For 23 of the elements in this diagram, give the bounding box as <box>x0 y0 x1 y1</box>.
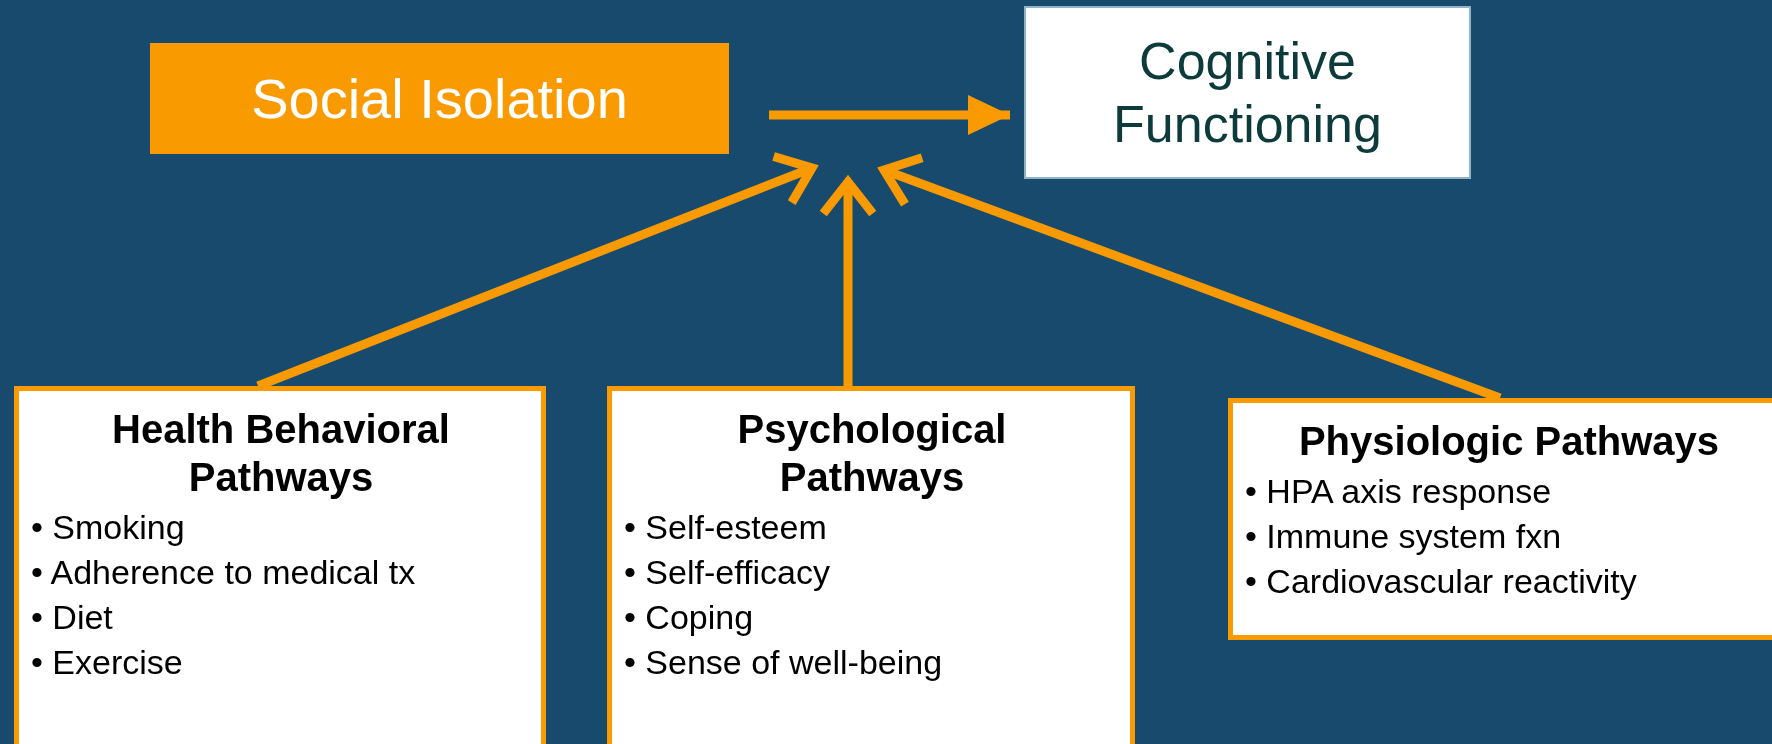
arrow <box>769 95 1010 135</box>
bullet-item: • Diet <box>31 596 114 638</box>
bullet-item: • Self-efficacy <box>624 551 831 593</box>
pathway-heading: Physiologic Pathways <box>1297 418 1721 465</box>
pathway-box <box>14 386 546 744</box>
arrow <box>821 177 875 386</box>
outcome-box <box>1024 6 1471 179</box>
pathway-heading: Psychological Pathways <box>736 406 1008 501</box>
bullet-item: • Exercise <box>31 641 184 683</box>
bullet-item: • Smoking <box>31 507 186 548</box>
pathway-box <box>607 386 1135 744</box>
concept-label: Social Isolation <box>251 66 628 131</box>
bullet-item: • Self-esteem <box>624 507 828 548</box>
bullet-item: • Cardiovascular reactivity <box>1245 560 1638 602</box>
pathway-box <box>1228 398 1772 640</box>
concept-box <box>150 43 729 154</box>
bullet-item: • Coping <box>624 596 755 638</box>
bullet-item: • HPA axis response <box>1245 471 1553 512</box>
outcome-label: Cognitive Functioning <box>1112 31 1383 155</box>
bullet-item: • Sense of well-being <box>624 641 944 683</box>
bullet-item: • Immune system fxn <box>1245 515 1563 557</box>
bullet-item: • Adherence to medical tx <box>31 551 417 593</box>
pathway-heading: Health Behavioral Pathways <box>111 406 451 501</box>
